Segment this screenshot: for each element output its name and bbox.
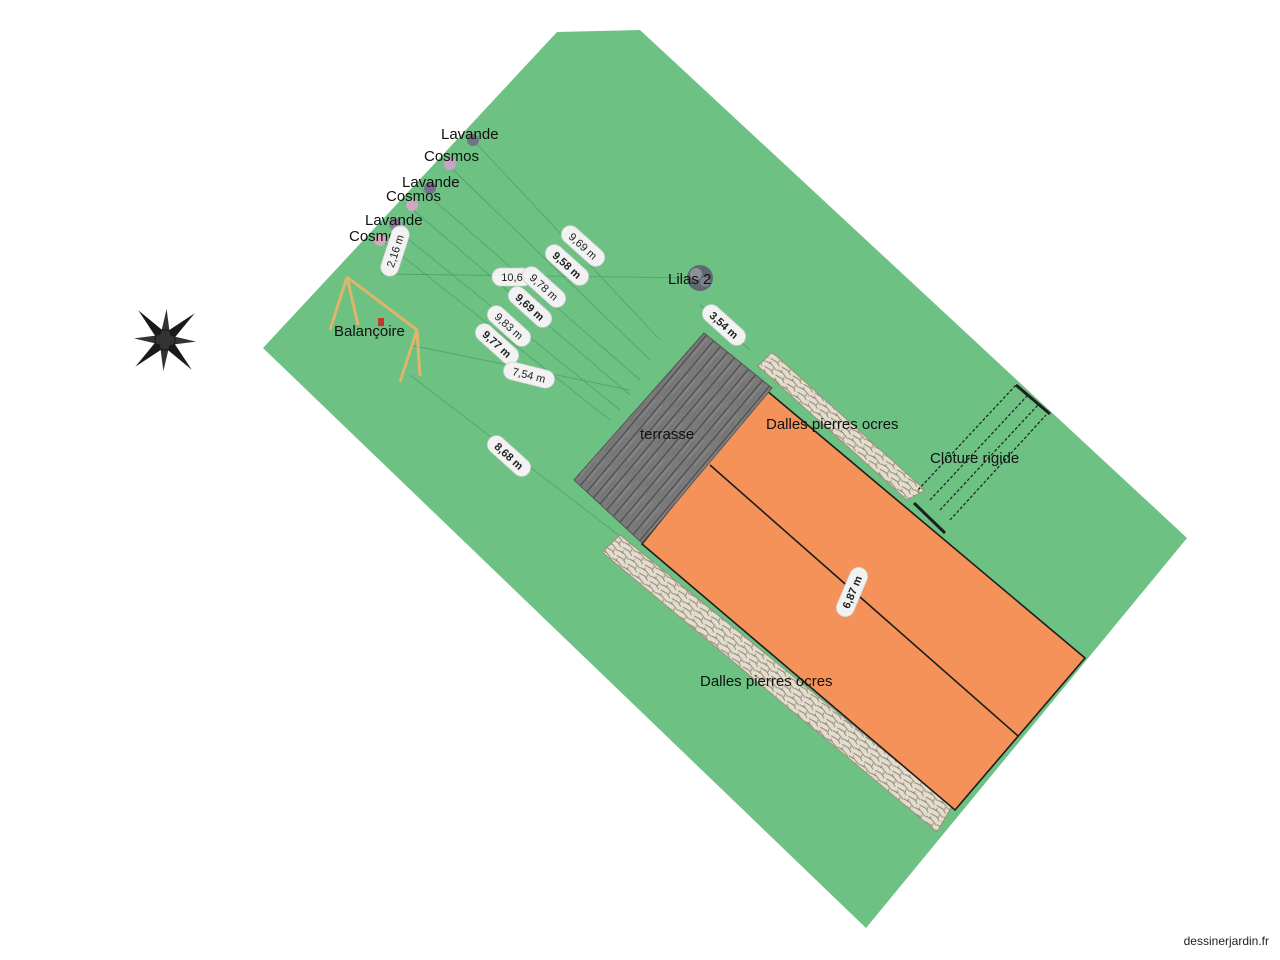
lilac-tree-icon: [687, 265, 713, 291]
label-terrasse: terrasse: [640, 426, 694, 443]
stone-strip-top[interactable]: [757, 351, 926, 501]
label-cosmos-2: Cosmos: [386, 188, 441, 205]
terrasse-deck[interactable]: [573, 332, 773, 544]
measurement-label: 2,16 m: [380, 225, 410, 277]
rigid-fence[interactable]: [912, 383, 1051, 535]
svg-text:10,6: 10,6: [501, 272, 522, 284]
stone-strip-bottom[interactable]: [601, 534, 953, 833]
measurement-label: 7,54 m: [503, 361, 555, 389]
measurement-label: 10,6: [491, 267, 533, 287]
label-cloture: Clôture rigide: [930, 450, 1019, 467]
label-lavande-1: Lavande: [441, 126, 499, 143]
label-cosmos-1: Cosmos: [424, 148, 479, 165]
label-lavande-3: Lavande: [365, 212, 423, 229]
label-lilas: Lilas 2: [668, 271, 711, 288]
label-balancoire: Balançoire: [334, 323, 405, 340]
label-dalles-top: Dalles pierres ocres: [766, 416, 899, 433]
swing-icon: [328, 275, 422, 383]
compass-rose-icon: [133, 308, 197, 372]
measurement-label: 6,87 m: [835, 566, 869, 618]
label-dalles-bottom: Dalles pierres ocres: [700, 673, 833, 690]
label-lavande-2: Lavande: [402, 174, 460, 191]
site-credit: dessinerjardin.fr: [1183, 934, 1269, 948]
